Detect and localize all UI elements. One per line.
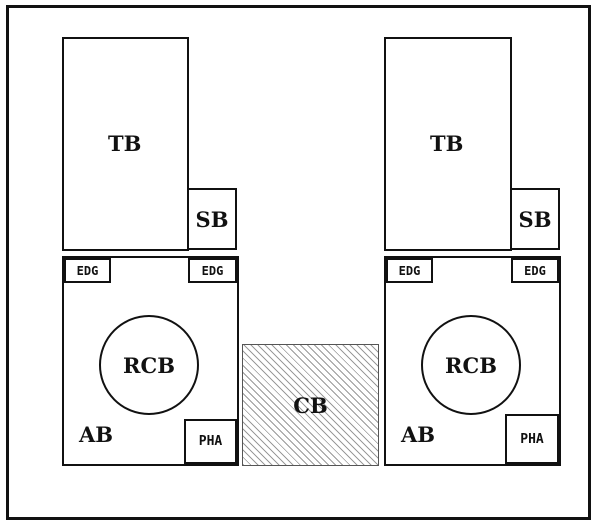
right-rcb-label: RCB xyxy=(445,352,497,378)
left-pha-label: PHA xyxy=(198,434,223,449)
right-edg-right-label: EDG xyxy=(524,263,546,278)
left-edg-right-label: EDG xyxy=(201,263,224,278)
left-edg-right: EDG xyxy=(188,258,237,283)
left-edg-left-label: EDG xyxy=(76,263,99,278)
right-turbine-building: TB xyxy=(384,37,512,251)
right-ab-label: AB xyxy=(401,422,436,447)
left-sb-label: SB xyxy=(195,206,229,232)
left-turbine-building: TB xyxy=(62,37,189,251)
right-edg-right: EDG xyxy=(511,258,559,283)
left-edg-left: EDG xyxy=(64,258,111,283)
right-sb-label: SB xyxy=(518,206,552,232)
left-pha: PHA xyxy=(184,419,237,464)
right-edg-left-label: EDG xyxy=(398,263,421,278)
right-edg-left: EDG xyxy=(386,258,433,283)
left-ab-label: AB xyxy=(79,422,114,447)
right-reactor-containment-building: RCB xyxy=(421,315,521,415)
right-tb-label: TB xyxy=(430,131,464,156)
control-building: CB xyxy=(242,344,379,466)
right-pha-label: PHA xyxy=(520,431,544,447)
right-service-building: SB xyxy=(510,188,560,250)
site-layout-frame: TB SB AB EDG EDG RCB PHA CB TB SB AB EDG… xyxy=(6,5,591,520)
left-service-building: SB xyxy=(187,188,237,250)
right-pha: PHA xyxy=(505,414,559,464)
cb-label: CB xyxy=(293,392,328,418)
left-tb-label: TB xyxy=(108,131,142,156)
left-rcb-label: RCB xyxy=(123,352,175,378)
left-reactor-containment-building: RCB xyxy=(99,315,199,415)
